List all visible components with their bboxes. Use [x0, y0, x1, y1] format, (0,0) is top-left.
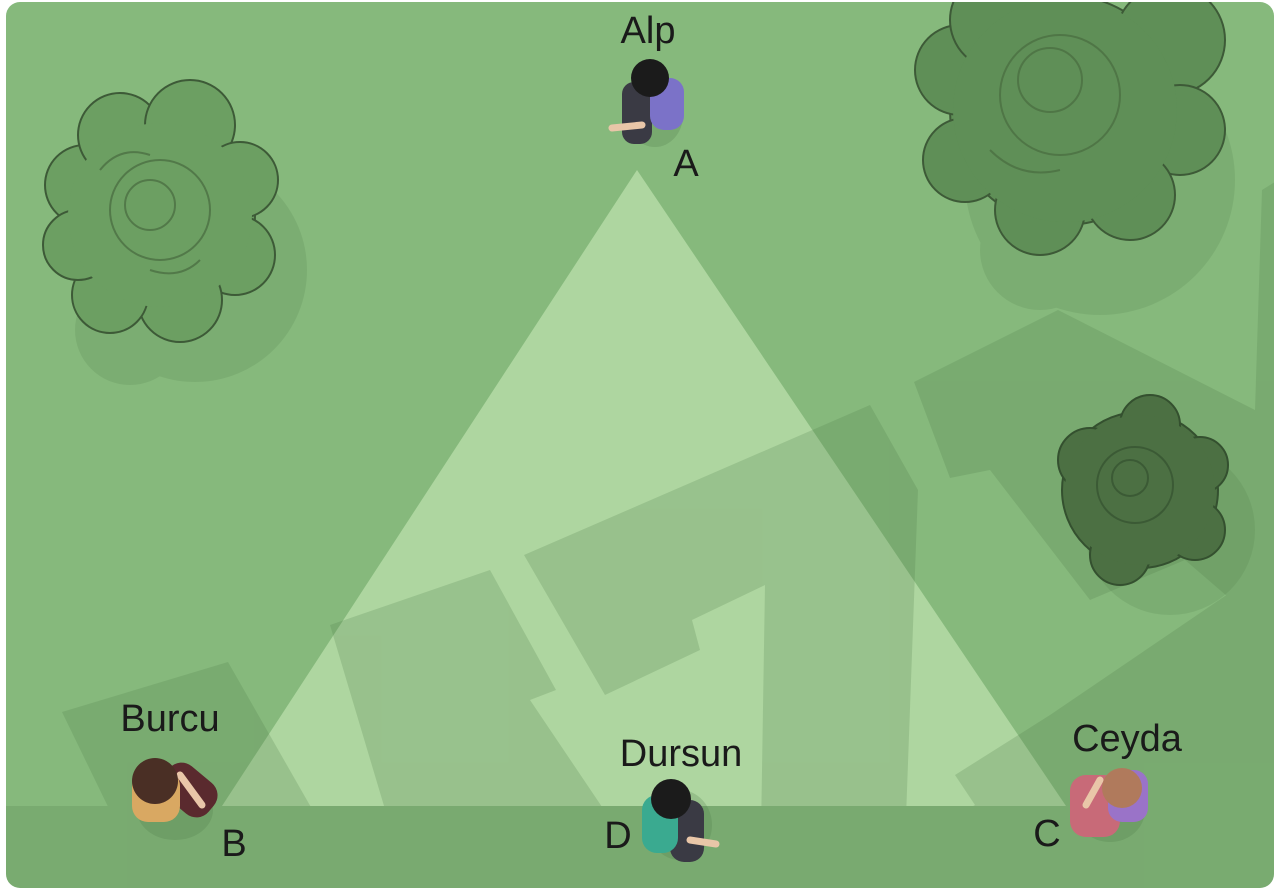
- person-name: Burcu: [120, 698, 219, 740]
- person-name: Dursun: [620, 733, 743, 775]
- tree-icon: [914, 2, 1226, 256]
- person-icon: [1070, 768, 1148, 842]
- person-burcu: Burcu B: [120, 698, 246, 865]
- person-icon: [642, 779, 720, 862]
- tree-icon: [1057, 394, 1229, 586]
- person-dursun: Dursun D: [604, 733, 742, 862]
- person-name: Ceyda: [1072, 718, 1183, 760]
- building-shadows: [6, 180, 1274, 888]
- triangle-abc: [222, 170, 1066, 806]
- point-label: B: [221, 823, 246, 865]
- point-label: D: [604, 815, 631, 857]
- tree-icon: [42, 79, 279, 343]
- point-label: A: [673, 143, 699, 185]
- person-name: Alp: [621, 10, 676, 52]
- person-icon: [608, 59, 684, 147]
- person-icon: [132, 758, 218, 840]
- person-alp: Alp A: [608, 10, 699, 185]
- point-label: C: [1033, 813, 1060, 855]
- person-ceyda: Ceyda C: [1033, 718, 1183, 855]
